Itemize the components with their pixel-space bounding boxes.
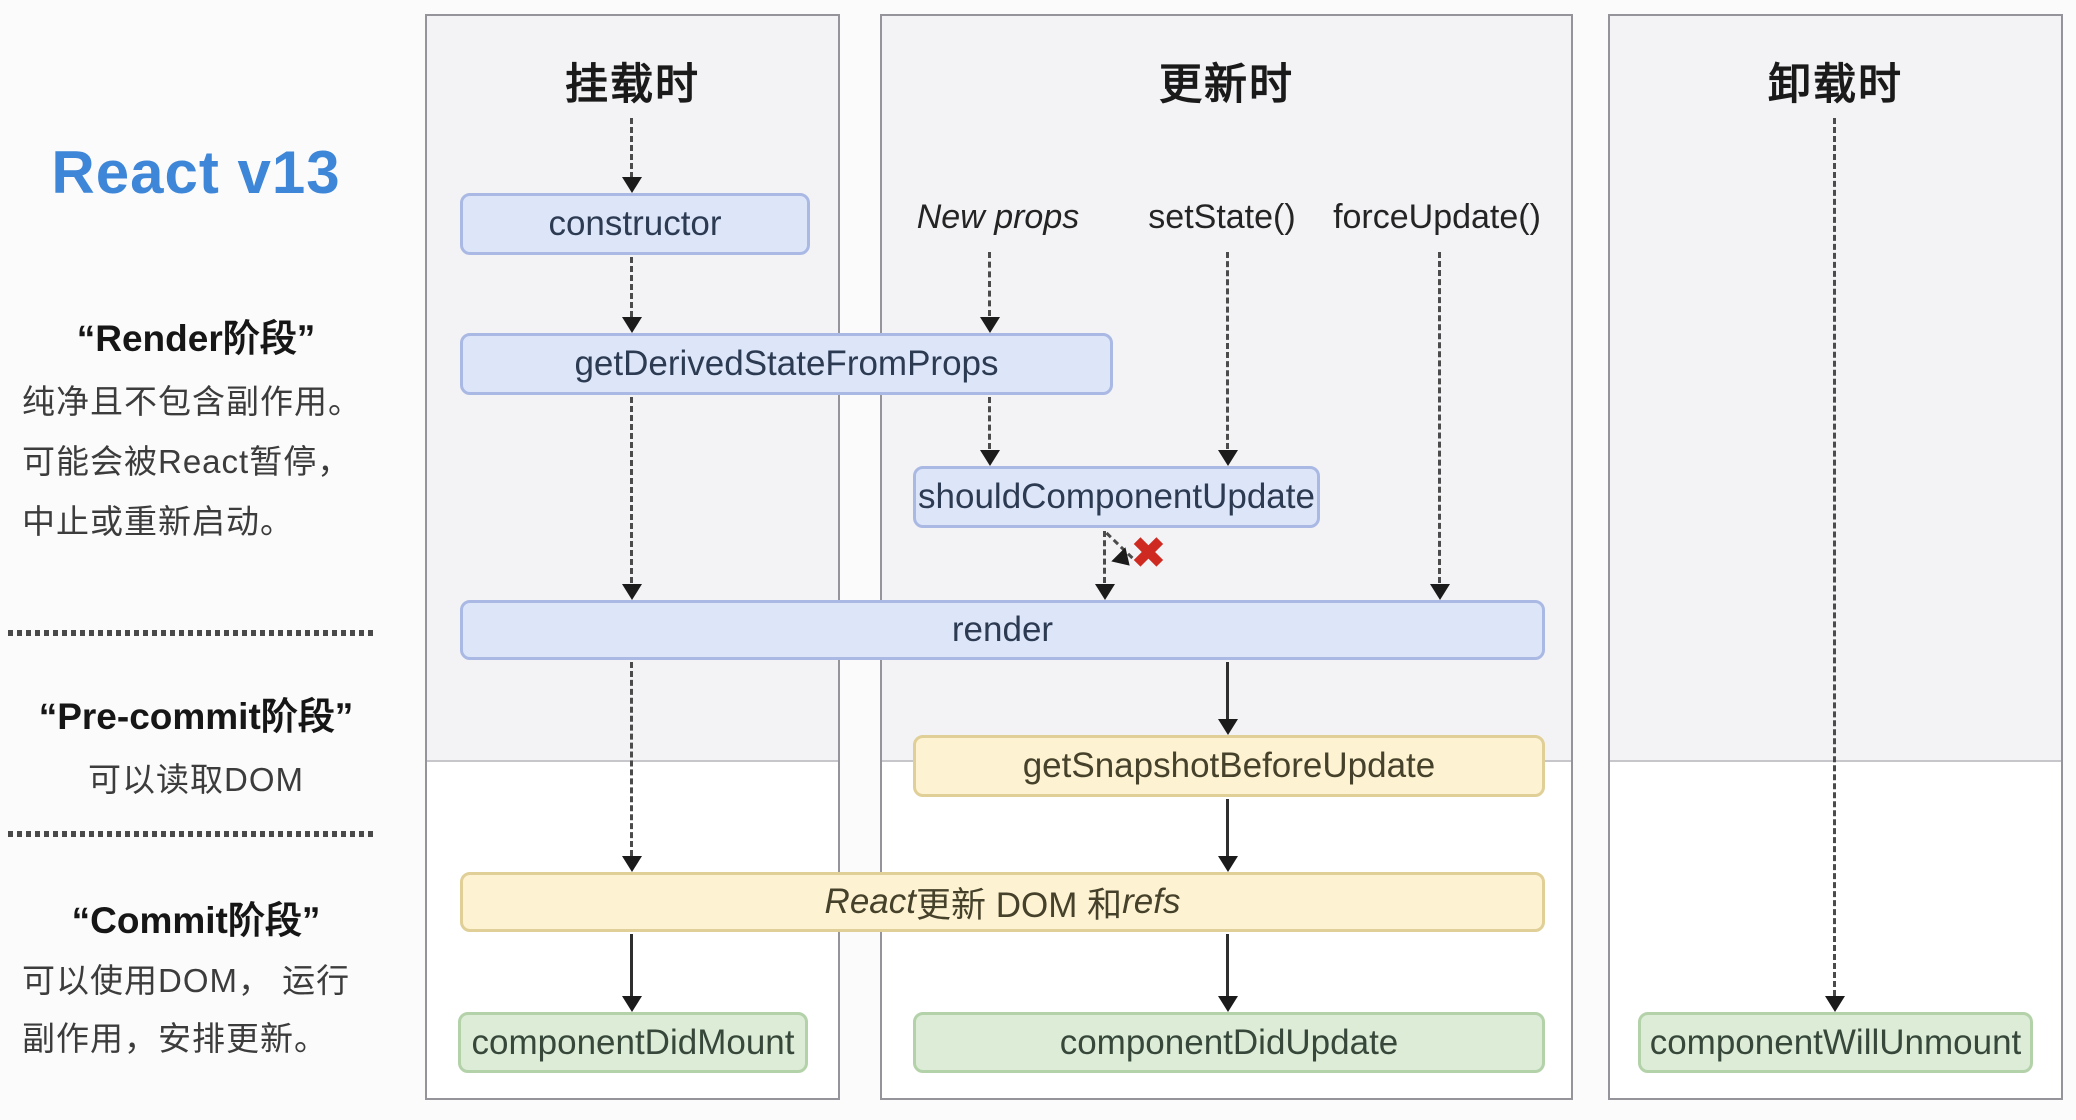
node-constructor: constructor (460, 193, 810, 255)
node-should-component-update: shouldComponentUpdate (913, 466, 1320, 528)
arrowhead-icon (1430, 584, 1450, 600)
commit-phase-heading: “Commit阶段” (71, 900, 321, 941)
app-title: React v13 (51, 139, 341, 206)
react-updates-middle: 更新 DOM 和 (915, 885, 1123, 925)
trigger-new-props: New props (916, 198, 1080, 236)
arrowhead-icon (980, 317, 1000, 333)
react-updates-prefix: React (824, 882, 916, 921)
node-component-did-update: componentDidUpdate (913, 1012, 1545, 1073)
flow-line (630, 934, 633, 996)
node-get-derived-state-from-props: getDerivedStateFromProps (460, 333, 1113, 395)
arrowhead-icon (622, 317, 642, 333)
column-header-unmounting: 卸载时 (1768, 61, 1903, 109)
flow-line (1226, 799, 1229, 857)
react-updates-suffix: refs (1122, 882, 1181, 921)
render-phase-note-line: 中止或重新启动。 (22, 503, 294, 540)
arrowhead-icon (622, 996, 642, 1012)
flow-line (1226, 252, 1229, 449)
flow-line (1103, 531, 1106, 583)
arrowhead-icon (1218, 996, 1238, 1012)
render-phase-heading: “Render阶段” (76, 318, 316, 359)
node-get-snapshot-before-update: getSnapshotBeforeUpdate (913, 735, 1545, 797)
flow-line (1833, 118, 1836, 996)
flow-line (1438, 252, 1441, 583)
trigger-force-update: forceUpdate() (1333, 198, 1541, 236)
arrowhead-icon (622, 584, 642, 600)
flow-line (1226, 934, 1229, 996)
arrowhead-icon (622, 856, 642, 872)
dotted-divider (8, 831, 376, 837)
skip-x-icon: ✖ (1130, 529, 1167, 578)
arrowhead-icon (980, 450, 1000, 466)
dotted-divider (8, 630, 376, 636)
flow-line (630, 397, 633, 583)
commit-phase-note-line: 可以使用DOM， 运行 (22, 962, 351, 999)
flow-line (988, 252, 991, 316)
arrowhead-icon (1825, 996, 1845, 1012)
flow-line (630, 662, 633, 856)
node-component-will-unmount: componentWillUnmount (1638, 1012, 2033, 1073)
column-header-updating: 更新时 (1159, 61, 1294, 109)
pre-commit-phase-note: 可以读取DOM (88, 761, 304, 798)
render-phase-note-line: 纯净且不包含副作用。 (22, 383, 362, 420)
pre-commit-phase-heading: “Pre-commit阶段” (38, 696, 354, 737)
arrowhead-icon (1218, 856, 1238, 872)
arrowhead-icon (1218, 719, 1238, 735)
commit-phase-note-line: 副作用，安排更新。 (22, 1020, 328, 1057)
render-phase-note: 纯净且不包含副作用。 可能会被React暂停， 中止或重新启动。 (22, 372, 392, 552)
flow-line (630, 118, 633, 178)
flow-line (630, 257, 633, 317)
commit-phase-note: 可以使用DOM， 运行 副作用，安排更新。 (22, 952, 392, 1068)
arrowhead-icon (1218, 450, 1238, 466)
node-component-did-mount: componentDidMount (458, 1012, 808, 1073)
flow-line (988, 397, 991, 449)
node-render: render (460, 600, 1545, 660)
render-phase-note-line: 可能会被React暂停， (22, 443, 352, 480)
arrowhead-icon (622, 177, 642, 193)
flow-line (1226, 662, 1229, 720)
arrowhead-icon (1095, 584, 1115, 600)
column-header-mounting: 挂载时 (565, 61, 700, 109)
trigger-set-state: setState() (1148, 198, 1296, 236)
